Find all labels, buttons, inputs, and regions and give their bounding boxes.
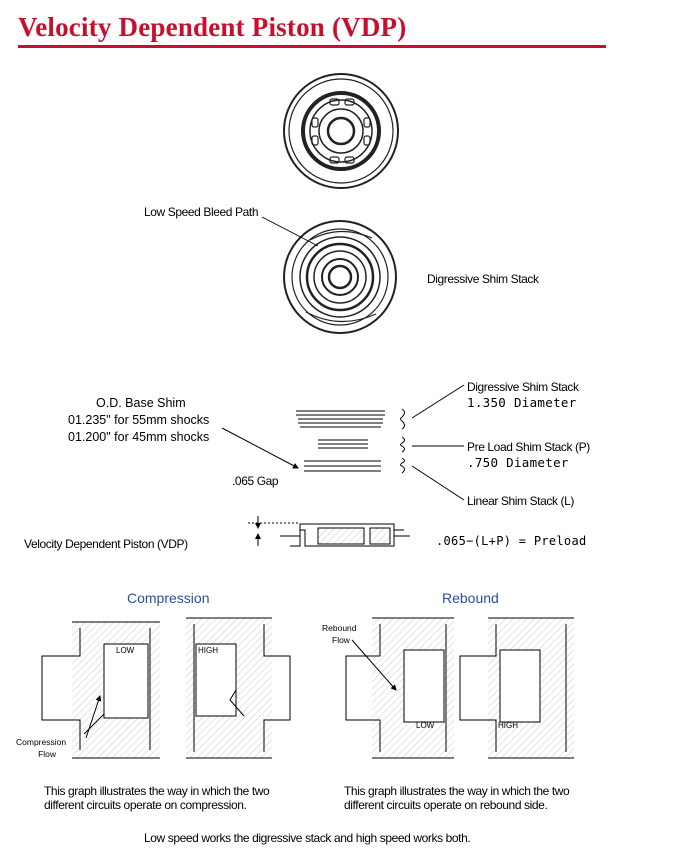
rebound-high-label: HIGH [498, 721, 518, 730]
rebound-right-diagram [459, 617, 574, 759]
rebound-caption: This graph illustrates the way in which … [344, 784, 570, 812]
rebound-heading: Rebound [442, 590, 499, 606]
title-divider [18, 45, 606, 48]
od-45mm-label: 01.200" for 45mm shocks [68, 430, 210, 444]
preload-formula: .065−(L+P) = Preload [436, 534, 587, 548]
gap-label: .065 Gap [232, 474, 279, 488]
preload-diameter: .750 Diameter [467, 455, 569, 470]
footer-note: Low speed works the digressive stack and… [144, 831, 471, 845]
bleed-leader [261, 216, 319, 247]
rebound-flow-label: Rebound Flow [322, 623, 357, 645]
linear-stack-title: Linear Shim Stack (L) [467, 494, 574, 508]
preload-stack-title: Pre Load Shim Stack (P) [467, 440, 590, 454]
shim-stack-side [221, 384, 465, 501]
digressive-stack-title: Digressive Shim Stack [467, 380, 579, 394]
compression-caption: This graph illustrates the way in which … [44, 784, 270, 812]
compression-heading: Compression [127, 590, 210, 606]
rebound-left-diagram [345, 617, 454, 759]
compression-flow-label: Compression Flow [16, 737, 67, 759]
compression-low-label: LOW [116, 646, 135, 655]
digressive-stack-label: Digressive Shim Stack [427, 272, 539, 286]
vdp-label: Velocity Dependent Piston (VDP) [24, 537, 188, 551]
digressive-diameter: 1.350 Diameter [467, 395, 577, 410]
page-title: Velocity Dependent Piston (VDP) [18, 12, 407, 42]
low-speed-bleed-label: Low Speed Bleed Path [144, 205, 259, 219]
compression-right-diagram [186, 617, 291, 759]
compression-left-diagram [41, 621, 160, 759]
vdp-profile [248, 516, 410, 547]
compression-high-label: HIGH [198, 646, 218, 655]
piston-face-top [283, 73, 399, 189]
rebound-low-label: LOW [416, 721, 435, 730]
piston-face-stack [283, 220, 397, 334]
od-base-shim-label: O.D. Base Shim [96, 396, 186, 410]
od-55mm-label: 01.235" for 55mm shocks [68, 413, 210, 427]
